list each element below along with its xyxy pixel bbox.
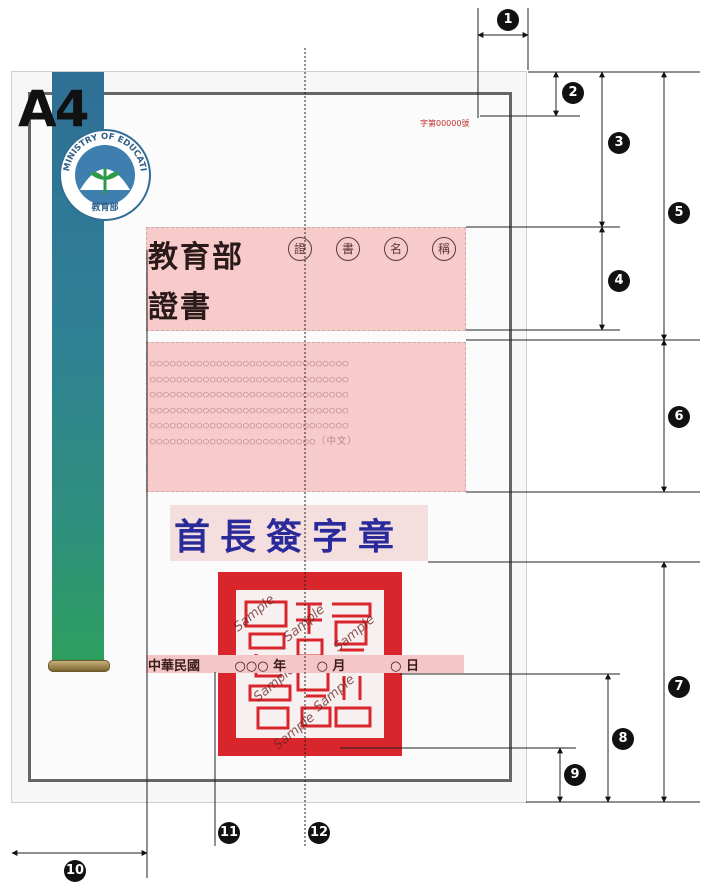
- body-text-line: ○○○○○○○○○○○○○○○○○○○○○○○○○○○○○○: [150, 389, 350, 400]
- date-day-unit: 日: [405, 659, 419, 674]
- callout-marker: 10: [64, 860, 86, 882]
- callout-marker: 3: [608, 132, 630, 154]
- callout-marker: 4: [608, 270, 630, 292]
- date-year-unit: 年: [273, 659, 287, 674]
- body-text-line: ○○○○○○○○○○○○○○○○○○○○○○○○○○○○○○: [150, 373, 350, 385]
- title-circled-char: 稱: [432, 237, 456, 261]
- education-emblem-icon: MINISTRY OF EDUCATION 教育部: [58, 128, 151, 221]
- date-year: ○○○: [234, 659, 269, 674]
- date-prefix: 中華民國: [148, 659, 201, 674]
- paper-size-label: A4: [18, 80, 89, 138]
- certificate-title: 證書: [148, 290, 212, 325]
- callout-marker: 7: [668, 676, 690, 698]
- date-day: ○: [390, 659, 402, 674]
- callout-marker: 9: [564, 764, 586, 786]
- sample-watermark: Sample Sample Sample Sample Sample Sampl…: [231, 592, 378, 753]
- body-text-line: ○○○○○○○○○○○○○○○○○○○○○○○○○（中文）: [150, 435, 358, 447]
- title-circled-char: 證: [288, 237, 312, 261]
- signature-zone: [170, 505, 428, 561]
- body-text-line: ○○○○○○○○○○○○○○○○○○○○○○○○○○○○○○: [150, 404, 350, 416]
- title-circled-char: 名: [384, 237, 408, 261]
- certificate-serial-number: 字第00000號: [420, 119, 470, 128]
- callout-marker: 6: [668, 406, 690, 428]
- callout-marker: 8: [612, 728, 634, 750]
- issue-date: 中華民國 ○○○ 年 ○ 月 ○ 日: [148, 655, 419, 674]
- callout-marker: 1: [497, 9, 519, 31]
- body-text-block: ○○○○○○○○○○○○○○○○○○○○○○○○○○○○○○ ○○○○○○○○○○…: [150, 356, 466, 449]
- date-month: ○: [316, 659, 328, 674]
- body-text-line: ○○○○○○○○○○○○○○○○○○○○○○○○○○○○○○: [150, 358, 350, 369]
- callout-marker: 12: [308, 822, 330, 844]
- body-text-zone: [146, 342, 466, 492]
- emblem-inner-text: 教育部: [90, 201, 118, 213]
- title-circled-char: 書: [336, 237, 360, 261]
- callout-marker: 11: [218, 822, 240, 844]
- date-month-unit: 月: [332, 659, 346, 674]
- callout-marker: 5: [668, 202, 690, 224]
- head-signature-stamp-label: 首長簽字章: [174, 516, 405, 558]
- side-band-base: [48, 660, 110, 672]
- certificate-issuer-title: 教育部: [148, 240, 244, 275]
- callout-marker: 2: [562, 82, 584, 104]
- body-text-line: ○○○○○○○○○○○○○○○○○○○○○○○○○○○○○○: [150, 420, 350, 431]
